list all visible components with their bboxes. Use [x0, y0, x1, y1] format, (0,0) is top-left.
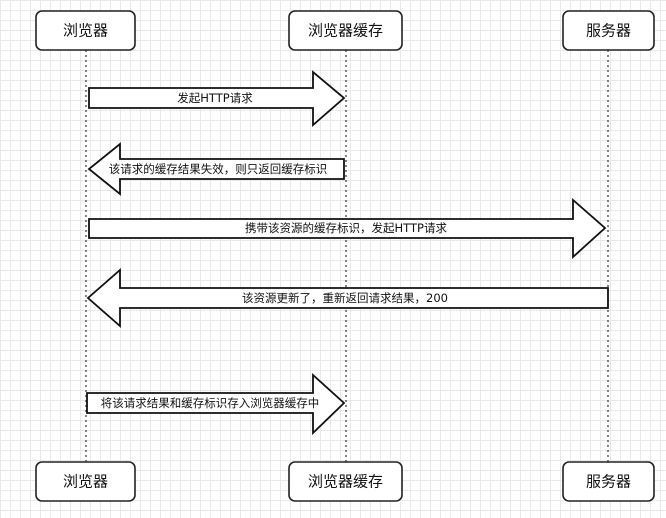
- message-label-3: 携带该资源的缓存标识，发起HTTP请求: [245, 221, 447, 235]
- actor-cache-top-label: 浏览器缓存: [308, 22, 383, 40]
- message-arrow-2: 该请求的缓存结果失效，则只返回缓存标识: [87, 142, 345, 196]
- actor-server-top-label: 服务器: [586, 22, 631, 40]
- message-label-2: 该请求的缓存结果失效，则只返回缓存标识: [109, 162, 328, 176]
- message-label-5: 将该请求结果和缓存标识存入浏览器缓存中: [101, 396, 320, 410]
- message-arrow-4: 该资源更新了，重新返回请求结果，200: [86, 268, 609, 328]
- message-arrow-3: 携带该资源的缓存标识，发起HTTP请求: [88, 198, 607, 260]
- actor-server-bottom: 服务器: [562, 461, 655, 502]
- actor-browser-bottom: 浏览器: [35, 461, 136, 502]
- message-label-4: 该资源更新了，重新返回请求结果，200: [242, 291, 448, 305]
- message-arrow-1: 发起HTTP请求: [88, 70, 346, 127]
- message-arrow-5: 将该请求结果和缓存标识存入浏览器缓存中: [86, 372, 346, 436]
- message-label-1: 发起HTTP请求: [177, 91, 253, 105]
- actor-cache-top: 浏览器缓存: [288, 10, 403, 51]
- actor-cache-bottom-label: 浏览器缓存: [308, 473, 383, 491]
- actor-server-top: 服务器: [562, 10, 655, 51]
- actor-browser-top-label: 浏览器: [63, 22, 108, 40]
- actor-cache-bottom: 浏览器缓存: [288, 461, 403, 502]
- actor-browser-bottom-label: 浏览器: [63, 473, 108, 491]
- actor-server-bottom-label: 服务器: [586, 473, 631, 491]
- actor-browser-top: 浏览器: [35, 10, 136, 51]
